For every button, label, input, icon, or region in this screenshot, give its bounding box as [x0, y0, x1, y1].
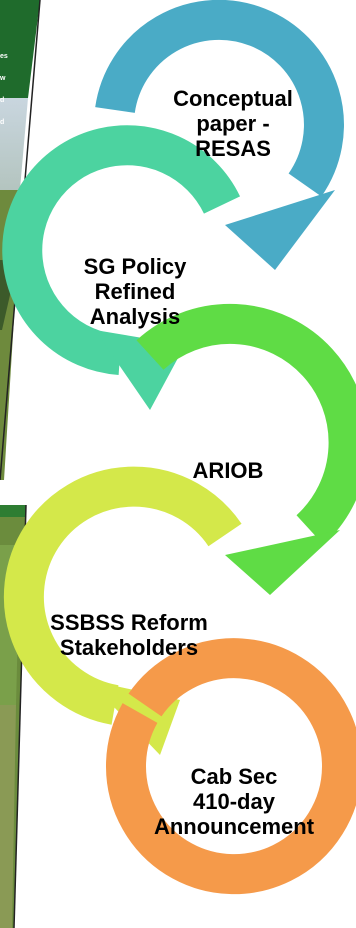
step-3-arrowhead — [225, 530, 340, 595]
step-4-label: SSBSS Reform Stakeholders — [50, 610, 208, 660]
step-1-label: Conceptual paper - RESAS — [173, 86, 293, 161]
step-4-arc — [3, 466, 242, 725]
photo-top-left-snippet: es w d d — [0, 53, 8, 126]
step-2-label: SG Policy Refined Analysis — [83, 254, 187, 329]
step-1-arrowhead — [225, 190, 335, 270]
step-2-arc — [2, 125, 241, 375]
step-5-arc — [106, 638, 356, 895]
step-3-arc — [136, 303, 356, 545]
step-5-label: Cab Sec 410-day Announcement — [153, 764, 315, 839]
step-3-label: ARIOB — [192, 458, 264, 483]
step-1-arc — [95, 0, 344, 197]
